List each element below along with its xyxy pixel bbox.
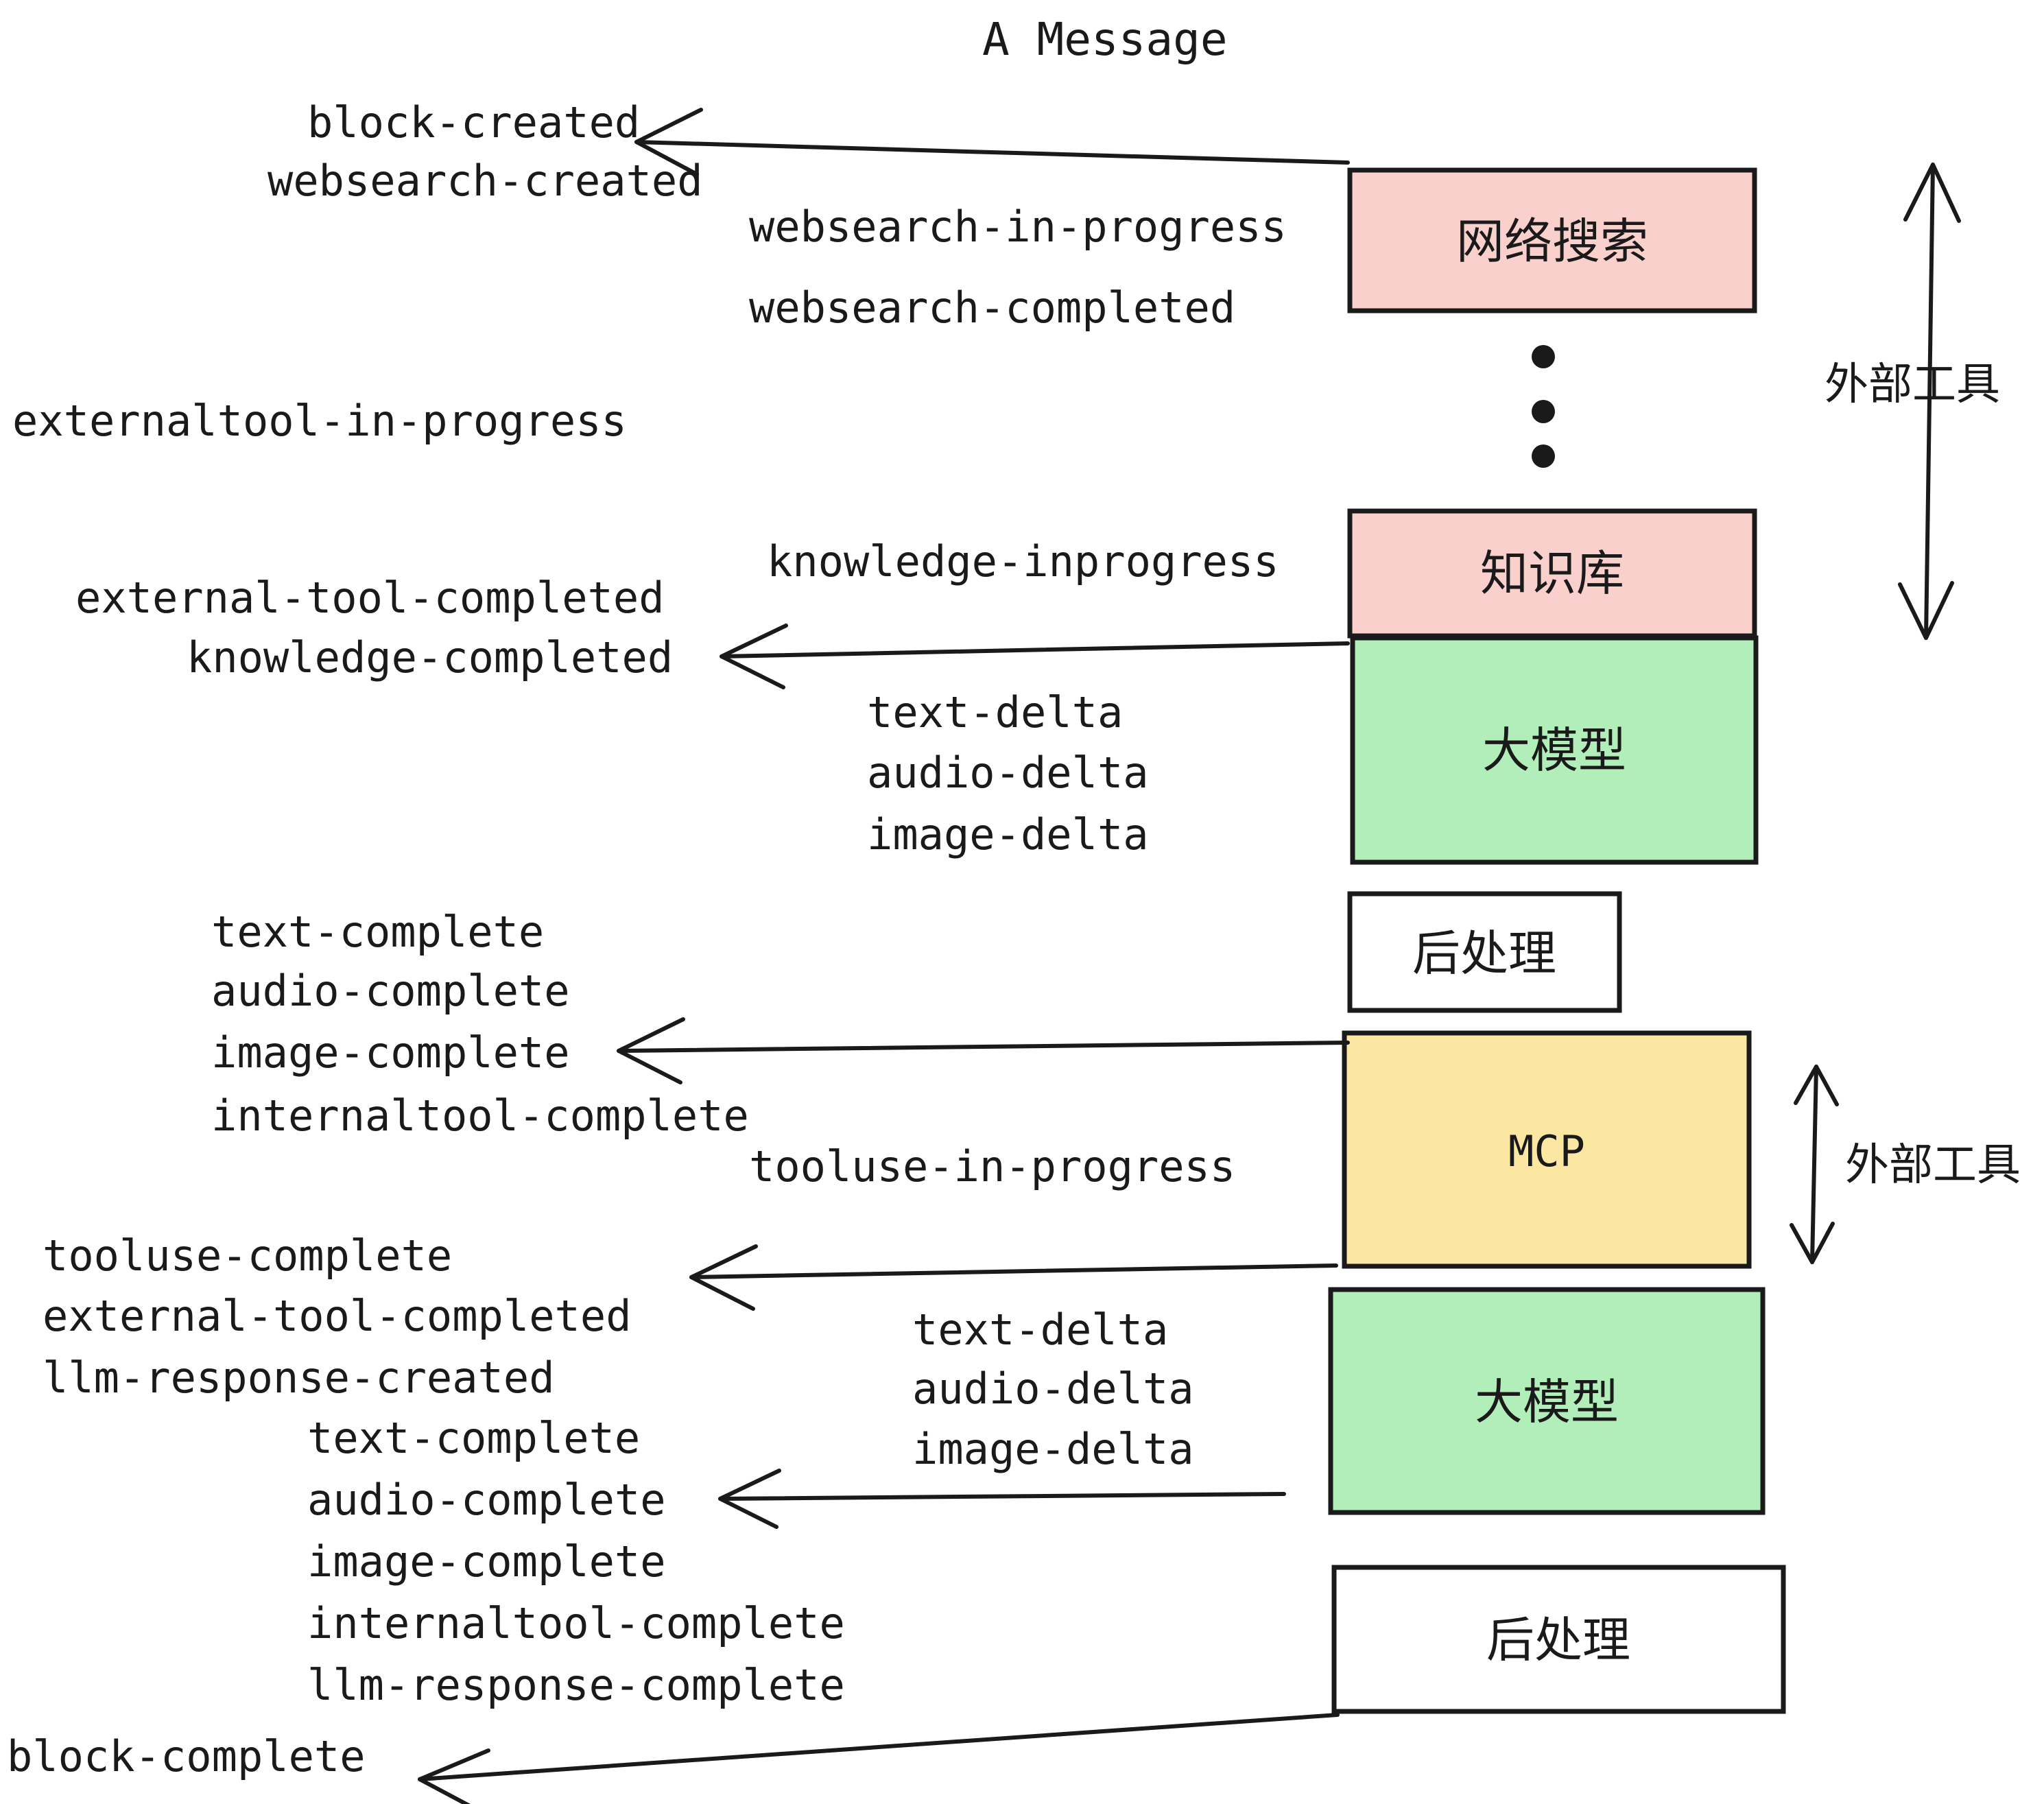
external-tools-arrow-bottom: [1790, 1065, 1839, 1264]
event-text-complete-2: text-complete: [307, 1413, 640, 1463]
arrow-image-complete: [617, 1017, 1350, 1084]
node-llm-1[interactable]: 大模型: [1350, 635, 1759, 865]
event-image-complete-1: image-complete: [211, 1028, 570, 1078]
node-llm-2-label: 大模型: [1475, 1374, 1619, 1430]
arrow-block-complete: [418, 1713, 1340, 1804]
event-block-created: block-created: [307, 97, 640, 147]
event-text-delta-2: text-delta: [912, 1305, 1168, 1355]
node-llm-1-rect[interactable]: [1350, 635, 1759, 865]
event-llm-response-created: llm-response-created: [43, 1353, 555, 1403]
event-tooluse-complete: tooluse-complete: [43, 1231, 452, 1281]
event-audio-delta-1: audio-delta: [867, 748, 1149, 798]
ellipsis-dot-2: [1532, 400, 1555, 423]
arrow-block-created: [634, 108, 1350, 176]
event-websearch-created: websearch-created: [268, 156, 703, 206]
node-mcp[interactable]: MCP: [1342, 1030, 1752, 1269]
event-image-delta-2: image-delta: [912, 1424, 1194, 1474]
side-label-external-tools-top: 外部工具: [1825, 359, 2000, 410]
event-block-complete: block-complete: [7, 1731, 366, 1781]
node-group: 网络搜索 知识库 大模型 后处理 MCP 大模型: [1328, 167, 1786, 1714]
node-llm-1-label: 大模型: [1482, 722, 1626, 779]
event-text-complete-1: text-complete: [211, 907, 544, 957]
event-audio-delta-2: audio-delta: [912, 1364, 1194, 1414]
node-post-1-label: 后处理: [1412, 925, 1556, 982]
ellipsis-dots: [1532, 345, 1555, 468]
node-websearch-rect[interactable]: [1347, 167, 1757, 313]
node-post-1[interactable]: 后处理: [1347, 891, 1622, 1013]
arrow-knowledge-done: [720, 624, 1350, 689]
node-knowledge[interactable]: 知识库: [1347, 508, 1757, 639]
event-external-tool-completed-2: external-tool-completed: [43, 1291, 632, 1341]
event-internaltool-complete-2: internaltool-complete: [307, 1598, 845, 1648]
event-external-tool-completed-1: external-tool-completed: [75, 573, 665, 623]
node-llm-2[interactable]: 大模型: [1328, 1287, 1766, 1515]
node-post-2[interactable]: 后处理: [1331, 1565, 1786, 1714]
event-externaltool-in-progress: externaltool-in-progress: [12, 396, 627, 446]
side-label-external-tools-bottom: 外部工具: [1845, 1140, 2021, 1191]
arrow-tooluse-complete: [689, 1244, 1338, 1311]
event-text-delta-1: text-delta: [867, 687, 1123, 737]
node-websearch-label: 网络搜索: [1456, 213, 1648, 270]
event-audio-complete-2: audio-complete: [307, 1475, 666, 1525]
node-mcp-label: MCP: [1508, 1126, 1585, 1176]
node-mcp-rect[interactable]: [1342, 1030, 1752, 1269]
event-internaltool-complete-1: internaltool-complete: [211, 1091, 749, 1141]
node-knowledge-label: 知识库: [1480, 545, 1624, 602]
event-label-group: block-created websearch-created websearc…: [7, 97, 1287, 1781]
node-llm-2-rect[interactable]: [1328, 1287, 1766, 1515]
node-knowledge-rect[interactable]: [1347, 508, 1757, 639]
node-websearch[interactable]: 网络搜索: [1347, 167, 1757, 313]
event-websearch-completed: websearch-completed: [749, 283, 1235, 333]
node-post-1-rect[interactable]: [1347, 891, 1622, 1013]
page-title: A Message: [982, 13, 1228, 66]
external-tools-arrow-top: [1898, 163, 1961, 640]
event-knowledge-inprogress: knowledge-inprogress: [767, 536, 1279, 586]
event-llm-response-complete: llm-response-complete: [307, 1660, 845, 1710]
event-websearch-in-progress: websearch-in-progress: [749, 202, 1287, 252]
event-knowledge-completed: knowledge-completed: [187, 632, 673, 683]
ellipsis-dot-1: [1532, 345, 1555, 368]
node-post-2-label: 后处理: [1486, 1612, 1630, 1668]
event-tooluse-in-progress: tooluse-in-progress: [749, 1141, 1235, 1191]
arrow-group: [418, 108, 1350, 1804]
event-image-complete-2: image-complete: [307, 1536, 666, 1587]
arrow-audio-complete: [718, 1469, 1286, 1529]
event-image-delta-1: image-delta: [867, 809, 1149, 859]
event-audio-complete-1: audio-complete: [211, 966, 570, 1016]
ellipsis-dot-3: [1532, 444, 1555, 468]
node-post-2-rect[interactable]: [1331, 1565, 1786, 1714]
